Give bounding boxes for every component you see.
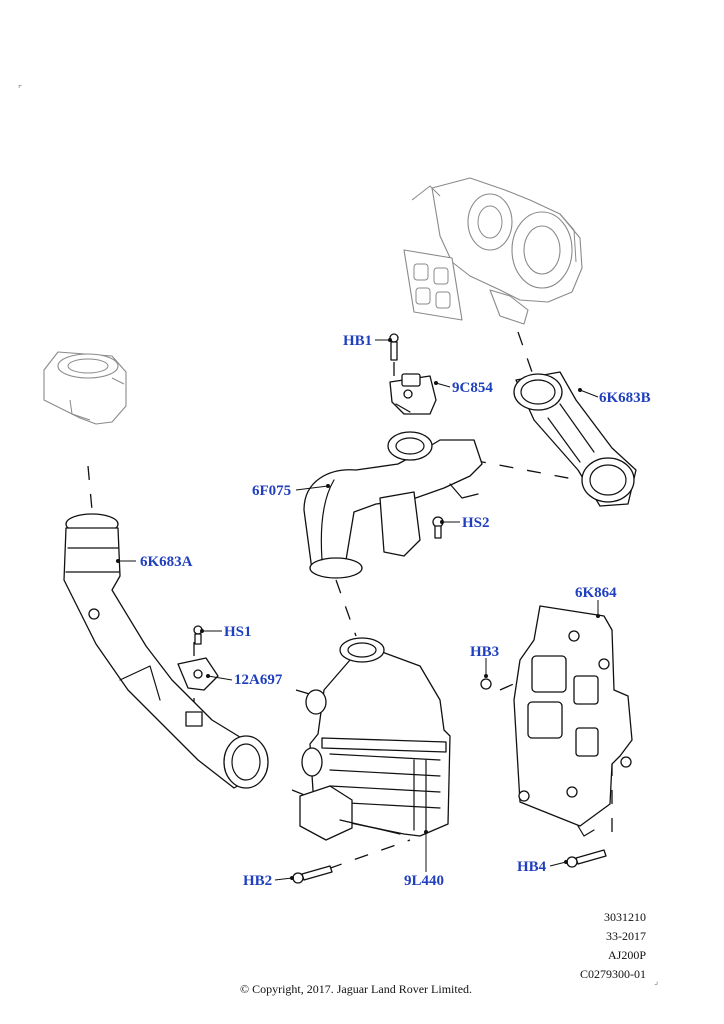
callout-hb1: HB1	[343, 333, 372, 349]
corner-mark-bottom-right: ⌟	[654, 976, 659, 986]
callout-6f075: 6F075	[252, 483, 291, 499]
bolt-hs1	[193, 625, 203, 645]
reference-date-code: 33-2017	[606, 929, 646, 943]
callout-9c854: 9C854	[452, 380, 493, 396]
callout-hb2: HB2	[243, 873, 272, 889]
illustration-code: C0279300-01	[580, 967, 646, 981]
drawing-reference-block: 3031210 33-2017 AJ200P C0279300-01	[580, 908, 646, 984]
air-duct-6k683a	[63, 513, 269, 789]
air-duct-6k683b	[513, 371, 637, 507]
bolt-hb3	[480, 678, 492, 690]
bracket-12a697	[177, 657, 219, 691]
callout-hs1: HS1	[224, 624, 252, 640]
turbocharger-ghost	[403, 177, 583, 325]
bolt-hb1	[389, 333, 399, 361]
bolt-hb4	[566, 849, 607, 868]
reference-number: 3031210	[604, 910, 646, 924]
callout-9l440: 9L440	[404, 873, 444, 889]
bolt-hb2	[292, 865, 333, 884]
mounting-bracket-6k864	[513, 605, 633, 837]
callout-hs2: HS2	[462, 515, 490, 531]
corner-mark-top-left: ⌜	[18, 84, 23, 94]
copyright-notice: © Copyright, 2017. Jaguar Land Rover Lim…	[239, 982, 473, 996]
callout-labels: HB1 9C854 6K683B 6F075 HS2 6K683A 6K864 …	[140, 333, 651, 889]
callout-hb3: HB3	[470, 644, 499, 660]
engine-code: AJ200P	[607, 948, 646, 962]
callout-6k864: 6K864	[575, 585, 617, 601]
callout-12a697: 12A697	[234, 672, 283, 688]
throttle-body-ghost	[43, 351, 127, 425]
pipe-6f075	[303, 431, 483, 579]
callout-hb4: HB4	[517, 859, 547, 875]
intercooler-9l440	[299, 637, 451, 841]
callout-6k683a: 6K683A	[140, 554, 193, 570]
leader-lines	[116, 338, 600, 881]
sensor-bracket-9c854	[389, 373, 437, 415]
callout-6k683b: 6K683B	[599, 390, 651, 406]
